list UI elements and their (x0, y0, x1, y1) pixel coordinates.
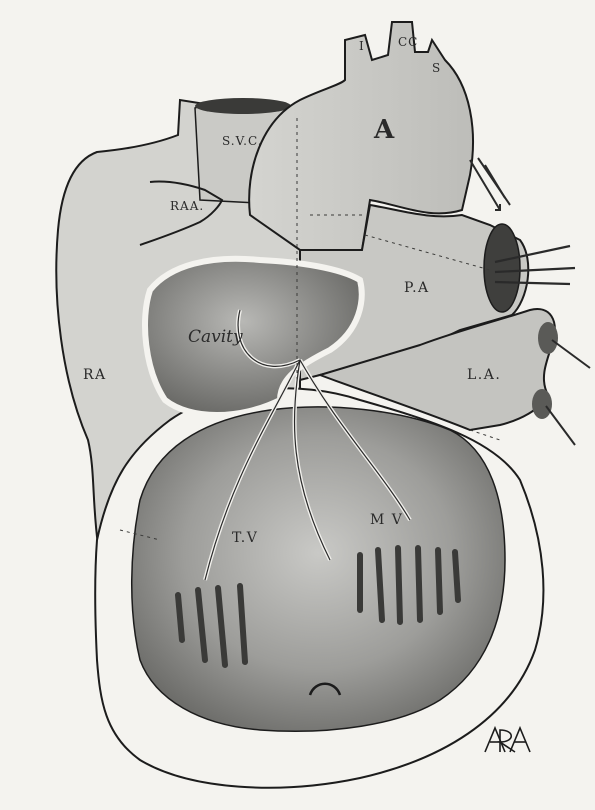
la-arrows (546, 340, 590, 445)
label-left-common-carotid: CC (398, 35, 418, 49)
label-left-atrium: L.A. (467, 367, 501, 383)
label-aorta: A (373, 115, 395, 145)
label-svc: S.V.C. (222, 134, 263, 148)
artist-monogram (485, 728, 530, 752)
aorta-arrows (470, 158, 510, 210)
label-right-atrium: RA (83, 367, 107, 383)
la-upper-vein (538, 322, 558, 354)
pa-opening (484, 224, 520, 312)
la-lower-vein (532, 389, 552, 419)
label-tricuspid-valve: T.V (232, 530, 258, 546)
label-left-subclavian: S (432, 61, 441, 75)
label-mitral-valve: M V (370, 512, 403, 528)
label-raa: RAA. (170, 199, 204, 213)
label-pulmonary-artery: P.A (404, 280, 430, 296)
label-innominate: I (359, 39, 365, 53)
label-cavity: Cavity (188, 327, 243, 347)
svc-opening (195, 98, 291, 114)
inner-ventricle (132, 407, 505, 731)
